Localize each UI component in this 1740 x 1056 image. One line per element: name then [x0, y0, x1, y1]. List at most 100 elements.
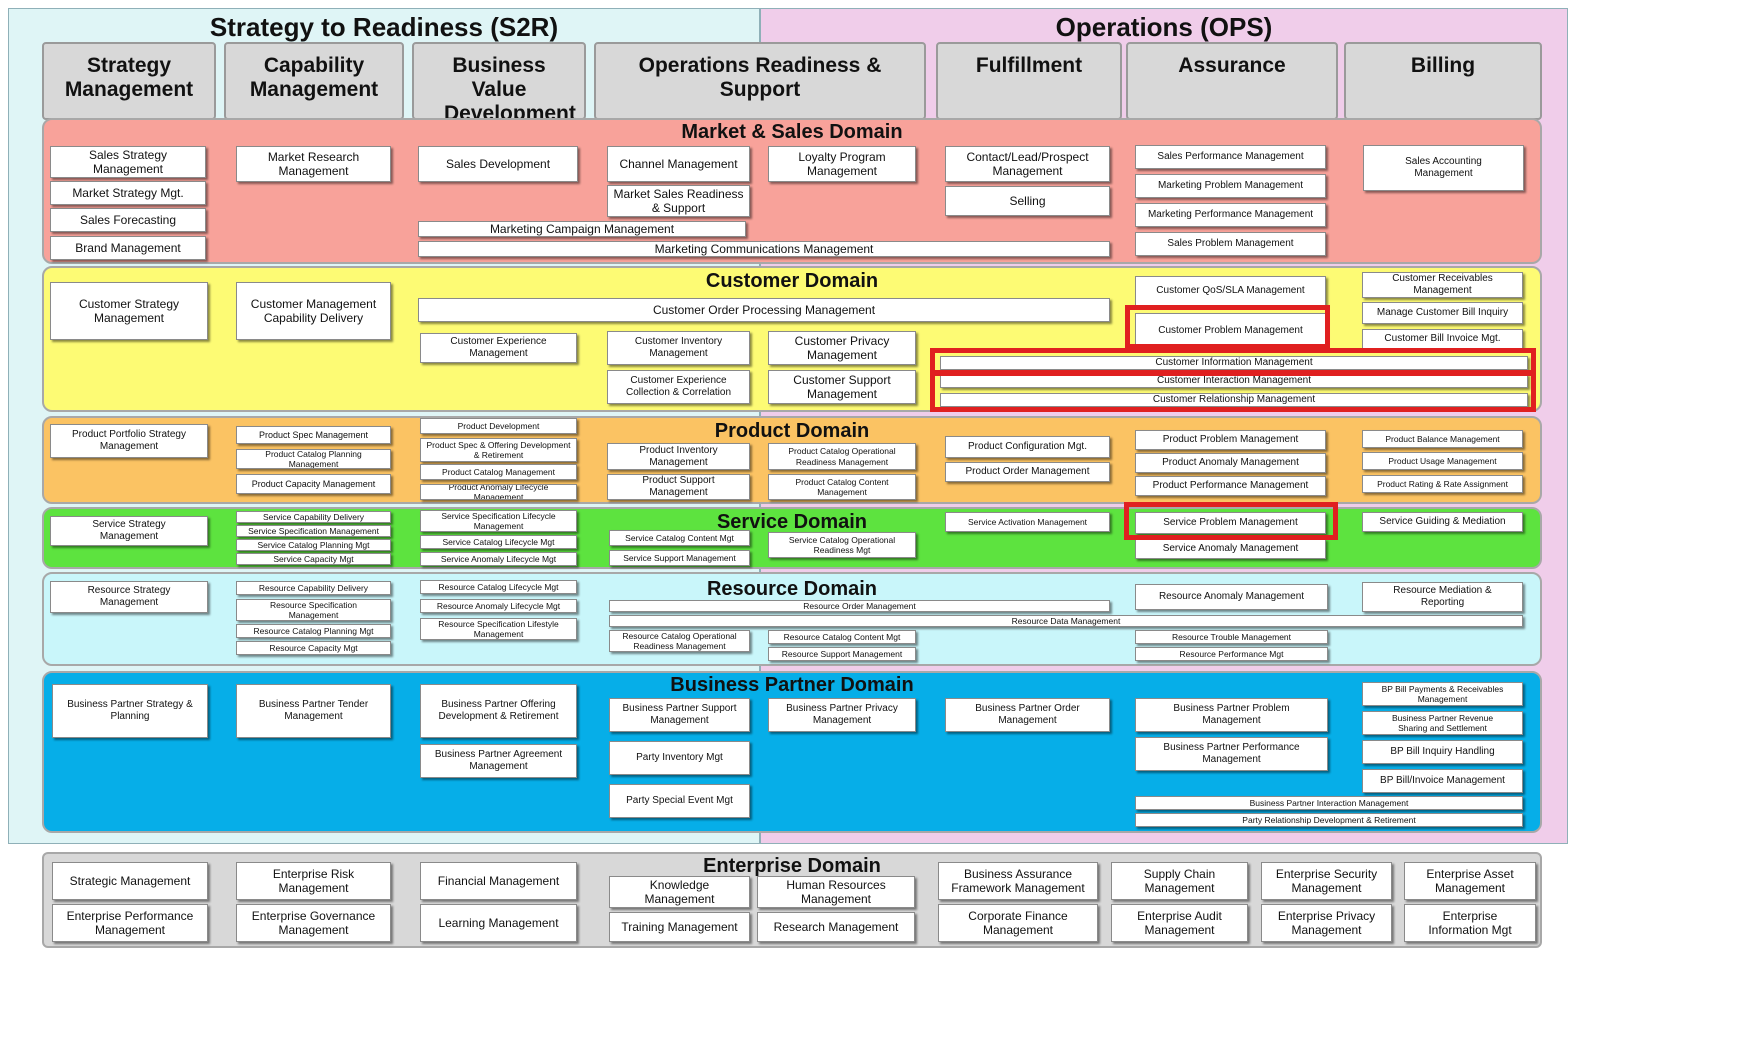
capability-box[interactable]: Customer Management Capability Delivery — [236, 282, 391, 340]
capability-box[interactable]: Product Rating & Rate Assignment — [1362, 475, 1523, 493]
capability-box[interactable]: Resource Trouble Management — [1135, 630, 1328, 644]
capability-box[interactable]: Customer Privacy Management — [768, 331, 916, 365]
capability-box[interactable]: Enterprise Information Mgt — [1404, 904, 1536, 942]
capability-box[interactable]: Service Catalog Planning Mgt — [236, 539, 391, 551]
capability-box[interactable]: BP Bill Inquiry Handling — [1362, 740, 1523, 764]
capability-box[interactable]: Sales Development — [418, 146, 578, 182]
capability-box[interactable]: Resource Capability Delivery — [236, 581, 391, 595]
capability-box[interactable]: Product Spec Management — [236, 426, 391, 444]
capability-box[interactable]: Service Support Management — [609, 550, 750, 566]
capability-box[interactable]: BP Bill/Invoice Management — [1362, 769, 1523, 793]
capability-box[interactable]: Sales Forecasting — [50, 208, 206, 232]
capability-box[interactable]: Enterprise Governance Management — [236, 904, 391, 942]
capability-box[interactable]: Party Special Event Mgt — [609, 784, 750, 818]
capability-box[interactable]: Service Capability Delivery — [236, 511, 391, 523]
capability-box[interactable]: Sales Problem Management — [1135, 232, 1326, 256]
capability-box[interactable]: Strategic Management — [52, 862, 208, 900]
capability-box[interactable]: Resource Mediation & Reporting — [1362, 582, 1523, 612]
capability-box[interactable]: Product Capacity Management — [236, 474, 391, 494]
capability-box[interactable]: Supply Chain Management — [1111, 862, 1248, 900]
capability-box[interactable]: Resource Catalog Content Mgt — [768, 630, 916, 644]
capability-box[interactable]: Product Support Management — [607, 474, 750, 500]
capability-box[interactable]: Resource Catalog Operational Readiness M… — [609, 630, 750, 652]
capability-box[interactable]: Enterprise Privacy Management — [1261, 904, 1392, 942]
capability-box[interactable]: Business Partner Interaction Management — [1135, 796, 1523, 810]
capability-box[interactable]: Customer Relationship Management — [940, 393, 1528, 407]
capability-box[interactable]: Loyalty Program Management — [768, 146, 916, 182]
capability-box[interactable]: Resource Performance Mgt — [1135, 647, 1328, 661]
capability-box[interactable]: Corporate Finance Management — [938, 904, 1098, 942]
capability-box[interactable]: Product Configuration Mgt. — [945, 436, 1110, 458]
capability-box[interactable]: Product Anomaly Management — [1135, 453, 1326, 473]
capability-box[interactable]: Product Portfolio Strategy Management — [50, 424, 208, 458]
capability-box[interactable]: Resource Anomaly Management — [1135, 584, 1328, 610]
capability-box[interactable]: Resource Data Management — [609, 615, 1523, 627]
capability-box[interactable]: Market Sales Readiness & Support — [607, 185, 750, 217]
capability-box[interactable]: Marketing Campaign Management — [418, 221, 746, 237]
capability-box[interactable]: Selling — [945, 186, 1110, 216]
capability-box[interactable]: Business Partner Revenue Sharing and Set… — [1362, 711, 1523, 735]
capability-box[interactable]: Service Catalog Operational Readiness Mg… — [768, 532, 916, 558]
capability-box[interactable]: Marketing Communications Management — [418, 241, 1110, 257]
capability-box[interactable]: Resource Support Management — [768, 647, 916, 661]
capability-box[interactable]: Resource Specification Lifestyle Managem… — [420, 618, 577, 640]
capability-box[interactable]: Service Anomaly Management — [1135, 539, 1326, 559]
capability-box[interactable]: Service Catalog Lifecycle Mgt — [420, 535, 577, 549]
capability-box[interactable]: Business Partner Support Management — [609, 698, 750, 732]
capability-box[interactable]: Resource Catalog Planning Mgt — [236, 624, 391, 638]
capability-box[interactable]: Resource Anomaly Lifecycle Mgt — [420, 599, 577, 613]
capability-box[interactable]: Manage Customer Bill Inquiry — [1362, 302, 1523, 324]
capability-box[interactable]: Product Performance Management — [1135, 476, 1326, 496]
capability-box[interactable]: Business Partner Privacy Management — [768, 698, 916, 732]
capability-box[interactable]: Party Inventory Mgt — [609, 741, 750, 775]
capability-box[interactable]: Market Strategy Mgt. — [50, 181, 206, 205]
capability-box[interactable]: Service Strategy Management — [50, 516, 208, 546]
capability-box[interactable]: Marketing Performance Management — [1135, 203, 1326, 227]
capability-box[interactable]: Customer QoS/SLA Management — [1135, 276, 1326, 306]
capability-box[interactable]: BP Bill Payments & Receivables Managemen… — [1362, 682, 1523, 706]
capability-box[interactable]: Financial Management — [420, 862, 577, 900]
capability-box[interactable]: Customer Bill Invoice Mgt. — [1362, 329, 1523, 349]
capability-box[interactable]: Customer Order Processing Management — [418, 298, 1110, 322]
capability-box[interactable]: Service Capacity Mgt — [236, 553, 391, 565]
capability-box[interactable]: Business Partner Order Management — [945, 698, 1110, 732]
capability-box[interactable]: Resource Specification Management — [236, 599, 391, 621]
capability-box[interactable]: Service Activation Management — [945, 512, 1110, 532]
capability-box[interactable]: Brand Management — [50, 236, 206, 260]
capability-box[interactable]: Business Partner Problem Management — [1135, 698, 1328, 732]
capability-box[interactable]: Service Anomaly Lifecycle Mgt — [420, 552, 577, 566]
capability-box[interactable]: Business Partner Strategy & Planning — [52, 684, 208, 738]
capability-box[interactable]: Service Guiding & Mediation — [1362, 512, 1523, 532]
capability-box[interactable]: Resource Catalog Lifecycle Mgt — [420, 580, 577, 594]
capability-box[interactable]: Marketing Problem Management — [1135, 174, 1326, 198]
capability-box[interactable]: Product Catalog Operational Readiness Ma… — [768, 443, 916, 470]
capability-box[interactable]: Customer Strategy Management — [50, 282, 208, 340]
capability-box[interactable]: Research Management — [757, 912, 915, 942]
capability-box[interactable]: Customer Receivables Management — [1362, 272, 1523, 298]
capability-box[interactable]: Sales Accounting Management — [1363, 145, 1524, 191]
capability-box[interactable]: Customer Experience Management — [420, 333, 577, 363]
capability-box[interactable]: Party Relationship Development & Retirem… — [1135, 813, 1523, 827]
capability-box[interactable]: Service Problem Management — [1135, 512, 1326, 534]
capability-box[interactable]: Customer Support Management — [768, 370, 916, 404]
capability-box[interactable]: Product Catalog Management — [420, 464, 577, 480]
capability-box[interactable]: Sales Performance Management — [1135, 145, 1326, 169]
capability-box[interactable]: Service Specification Management — [236, 525, 391, 537]
capability-box[interactable]: Product Order Management — [945, 462, 1110, 482]
capability-box[interactable]: Product Usage Management — [1362, 452, 1523, 470]
capability-box[interactable]: Channel Management — [607, 146, 750, 182]
capability-box[interactable]: Customer Inventory Management — [607, 331, 750, 365]
capability-box[interactable]: Knowledge Management — [609, 876, 750, 908]
capability-box[interactable]: Product Balance Management — [1362, 430, 1523, 448]
capability-box[interactable]: Resource Order Management — [609, 600, 1110, 612]
capability-box[interactable]: Enterprise Audit Management — [1111, 904, 1248, 942]
capability-box[interactable]: Human Resources Management — [757, 876, 915, 908]
capability-box[interactable]: Resource Capacity Mgt — [236, 641, 391, 655]
capability-box[interactable]: Product Catalog Content Management — [768, 474, 916, 500]
capability-box[interactable]: Product Development — [420, 418, 577, 434]
capability-box[interactable]: Product Anomaly Lifecycle Management — [420, 484, 577, 500]
capability-box[interactable]: Customer Information Management — [940, 356, 1528, 370]
capability-box[interactable]: Market Research Management — [236, 146, 391, 182]
capability-box[interactable]: Contact/Lead/Prospect Management — [945, 146, 1110, 182]
capability-box[interactable]: Business Assurance Framework Management — [938, 862, 1098, 900]
